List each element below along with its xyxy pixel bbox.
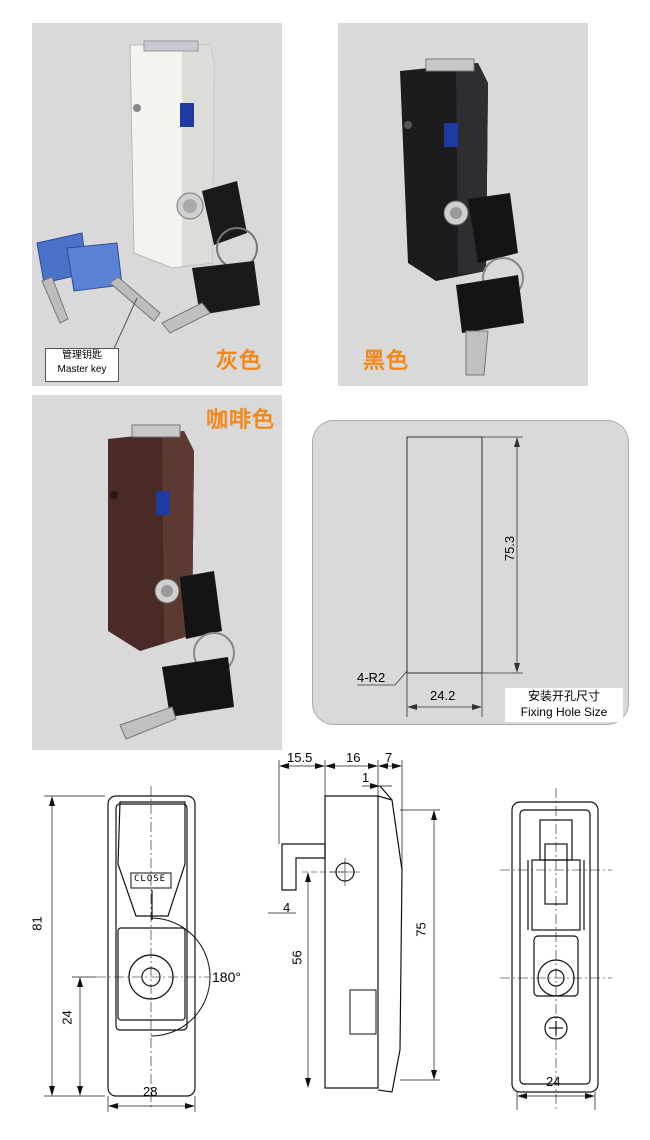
back-width-dim: 24 <box>546 1074 561 1089</box>
hole-height-dim: 75.3 <box>502 535 518 562</box>
back-view <box>500 788 612 1110</box>
color-label-grey: 灰色 <box>216 349 263 374</box>
side-dim-1: 1 <box>362 770 370 785</box>
photo-brown-lock <box>32 395 282 750</box>
fixing-hole-caption-cn: 安装开孔尺寸 <box>527 689 600 703</box>
brown-lock-illustration <box>108 424 235 740</box>
close-label: CLOSE <box>134 874 167 884</box>
side-view-arrows <box>279 763 437 1088</box>
fixing-hole-drawing <box>357 436 523 717</box>
fixing-hole-caption: 安装开孔尺寸 Fixing Hole Size <box>505 688 623 722</box>
side-dim-75: 75 <box>413 922 429 937</box>
front-key-offset-dim: 24 <box>59 1010 75 1025</box>
color-label-brown: 咖啡色 <box>206 408 276 433</box>
side-view <box>268 760 440 1093</box>
master-key-en: Master key <box>57 364 107 375</box>
black-lock-illustration <box>400 58 524 376</box>
front-height-dim: 81 <box>29 916 45 931</box>
side-dim-56: 56 <box>289 950 305 965</box>
side-dim-16: 16 <box>346 750 361 765</box>
color-label-black: 黑色 <box>363 349 410 374</box>
fixing-hole-caption-en: Fixing Hole Size <box>520 705 608 719</box>
front-view-arrows <box>49 796 195 1109</box>
back-view-arrows <box>517 1093 595 1099</box>
photo-black-lock <box>338 23 588 386</box>
master-key-caption: 管理钥匙 Master key <box>45 348 119 382</box>
grey-lock-illustration <box>36 40 260 354</box>
master-key-cn: 管理钥匙 <box>62 350 102 361</box>
hole-radius-dim: 4-R2 <box>357 670 386 685</box>
front-width-dim: 28 <box>143 1084 158 1099</box>
side-dim-4: 4 <box>283 900 291 915</box>
hole-width-dim: 24.2 <box>430 688 456 703</box>
fixing-hole-panel: 75.3 24.2 4-R2 <box>312 420 629 725</box>
photo-grey-lock <box>32 23 282 386</box>
front-rotation-dim: 180° <box>212 969 241 985</box>
front-view <box>44 786 211 1112</box>
side-dim-7: 7 <box>385 750 393 765</box>
side-dim-15-5: 15.5 <box>287 750 313 765</box>
technical-drawings <box>44 760 612 1112</box>
